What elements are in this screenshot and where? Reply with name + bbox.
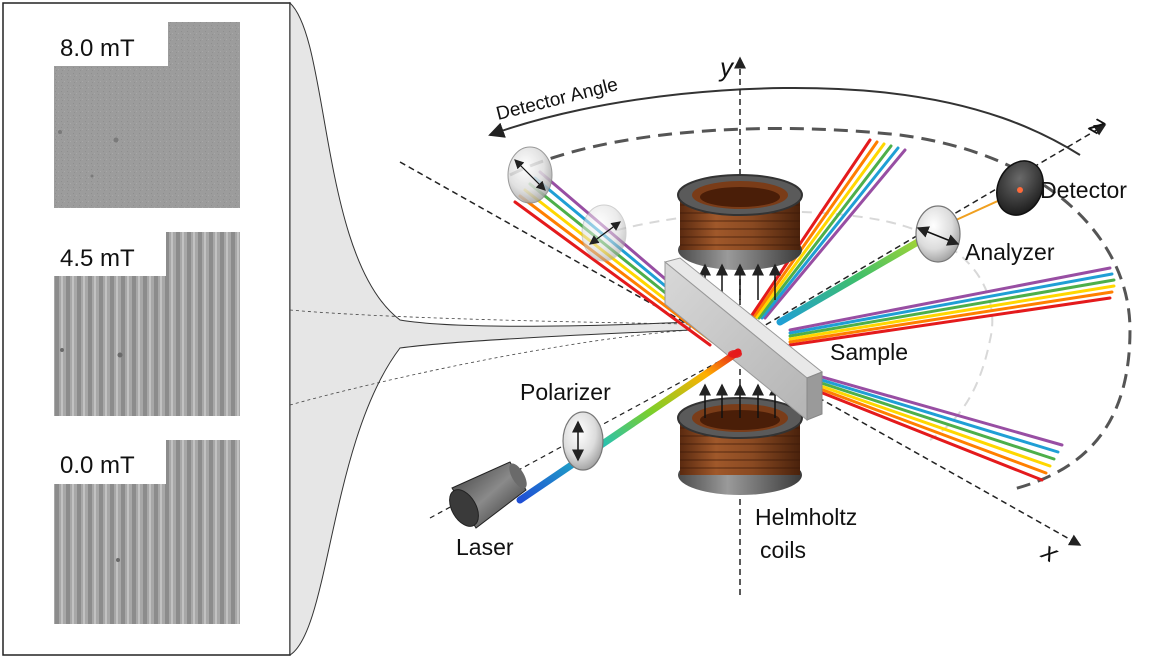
analyzer-label: Analyzer — [965, 239, 1055, 265]
z-axis-label: z — [1084, 108, 1111, 141]
beam-upper — [748, 138, 907, 320]
inset-field-label-3: 0.0 mT — [60, 452, 135, 479]
detector — [996, 160, 1044, 216]
helmholtz-label-line2: coils — [760, 537, 806, 563]
laser-label: Laser — [456, 534, 514, 560]
polarizer-label: Polarizer — [520, 379, 611, 405]
y-axis-label: y — [718, 52, 735, 82]
inset-image-8mT: 8.0 mT — [54, 22, 240, 208]
beam-right — [788, 266, 1116, 347]
polarizer-lens — [562, 411, 604, 471]
inset-image-0mT: 0.0 mT — [54, 440, 240, 624]
analyzer-lens-near — [581, 204, 627, 262]
analyzer-lens-far — [507, 146, 553, 204]
laser-source — [449, 461, 527, 529]
inset-panel: 8.0 mT 4.5 mT 0.0 mT — [2, 2, 291, 656]
beam-lower-right — [813, 373, 1064, 482]
inset-field-label-2: 4.5 mT — [60, 245, 135, 272]
detector-angle-label: Detector Angle — [494, 74, 620, 125]
inset-field-label-1: 8.0 mT — [60, 35, 135, 62]
helmholtz-coil-top — [677, 174, 803, 270]
sample-slab — [663, 257, 823, 422]
incident-beam — [516, 348, 742, 504]
detector-angle-arc: Detector Angle — [488, 74, 1081, 156]
x-axis-label: x — [1035, 535, 1064, 569]
diffracted-beams — [513, 138, 1116, 482]
inset-image-4-5mT: 4.5 mT — [54, 232, 240, 416]
detector-label: Detector — [1040, 177, 1127, 203]
sample-label: Sample — [830, 339, 908, 365]
helmholtz-label-line1: Helmholtz — [755, 504, 857, 530]
analyzer-lens — [915, 205, 961, 263]
